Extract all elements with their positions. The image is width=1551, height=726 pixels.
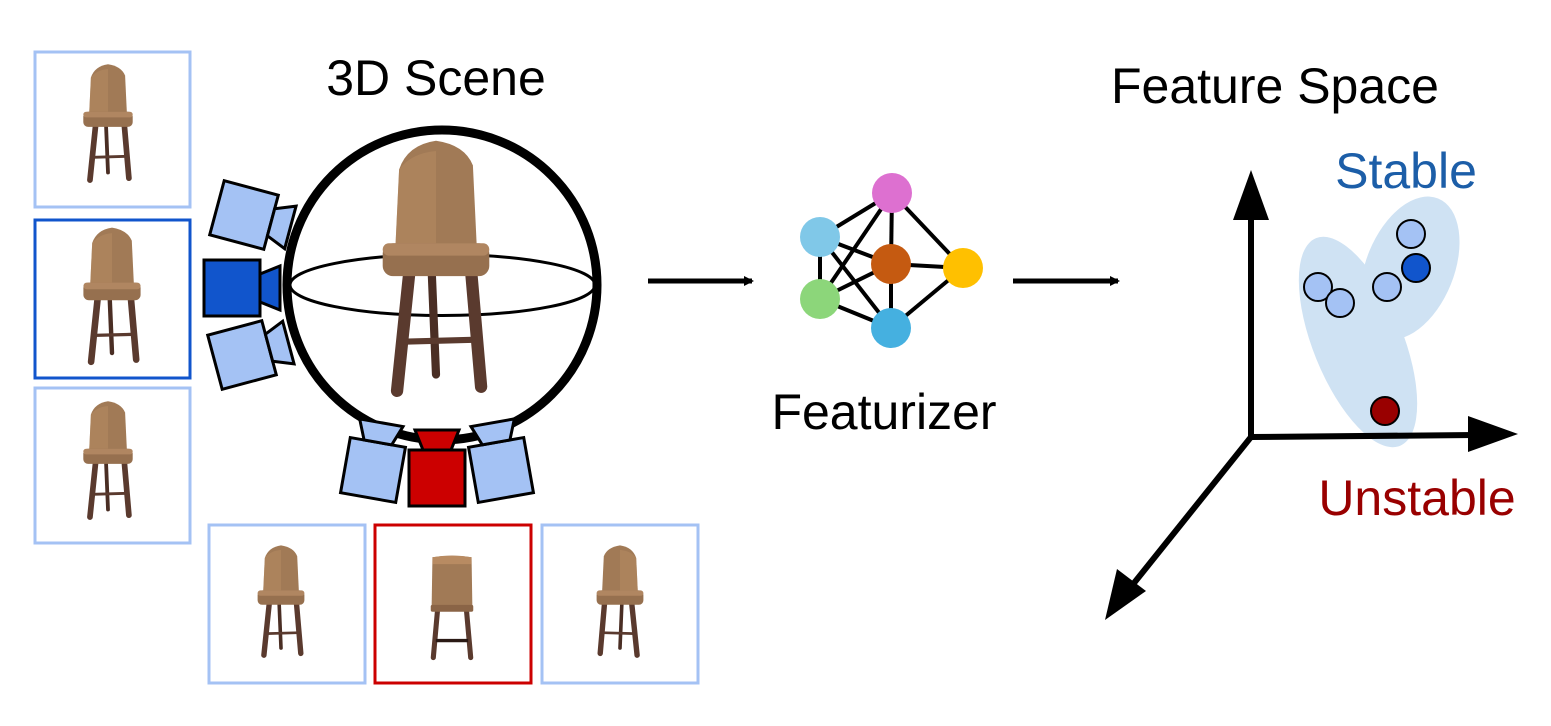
- feature-point: [1325, 288, 1355, 318]
- chair-icon: [431, 556, 474, 658]
- camera-left-top: [208, 179, 300, 256]
- network-node: [872, 173, 912, 213]
- featurizer-label: Featurizer: [771, 384, 996, 440]
- camera-icon: [339, 416, 411, 504]
- feature-point: [1396, 219, 1426, 249]
- bottom-view-right: [540, 523, 700, 685]
- feature-point-stable: [1401, 253, 1431, 283]
- left-view-top: [33, 50, 192, 209]
- unstable-label: Unstable: [1318, 470, 1515, 526]
- camera-bottom-right: [463, 416, 535, 504]
- camera-bottom-left: [339, 416, 411, 504]
- scene-sphere: [282, 125, 602, 445]
- bottom-view-center-unstable: [373, 523, 533, 685]
- network-node: [871, 244, 911, 284]
- feature-space-title: Feature Space: [1111, 58, 1439, 114]
- chair-icon: [83, 228, 140, 362]
- chair-icon: [83, 401, 132, 517]
- camera-icon: [463, 416, 535, 504]
- network-node: [943, 248, 983, 288]
- feature-axes: [1105, 170, 1518, 620]
- camera-icon: [202, 258, 282, 318]
- stable-label: Stable: [1335, 143, 1477, 199]
- feature-point-unstable: [1370, 396, 1400, 426]
- camera-left-bottom: [206, 314, 298, 391]
- chair-icon: [597, 545, 644, 655]
- chair-icon: [383, 141, 490, 391]
- left-view-bottom: [33, 386, 192, 545]
- network-node: [800, 217, 840, 257]
- camera-icon: [208, 179, 300, 256]
- feature-point: [1372, 272, 1402, 302]
- scene-title: 3D Scene: [326, 50, 546, 106]
- bottom-view-left: [207, 523, 367, 685]
- feature-point: [1303, 272, 1333, 302]
- network-node: [871, 308, 911, 348]
- chair-icon: [83, 64, 132, 180]
- camera-left-middle: [202, 258, 282, 318]
- network-node: [800, 279, 840, 319]
- chair-icon: [258, 545, 305, 655]
- camera-icon: [206, 314, 298, 391]
- left-view-middle-stable: [33, 218, 192, 380]
